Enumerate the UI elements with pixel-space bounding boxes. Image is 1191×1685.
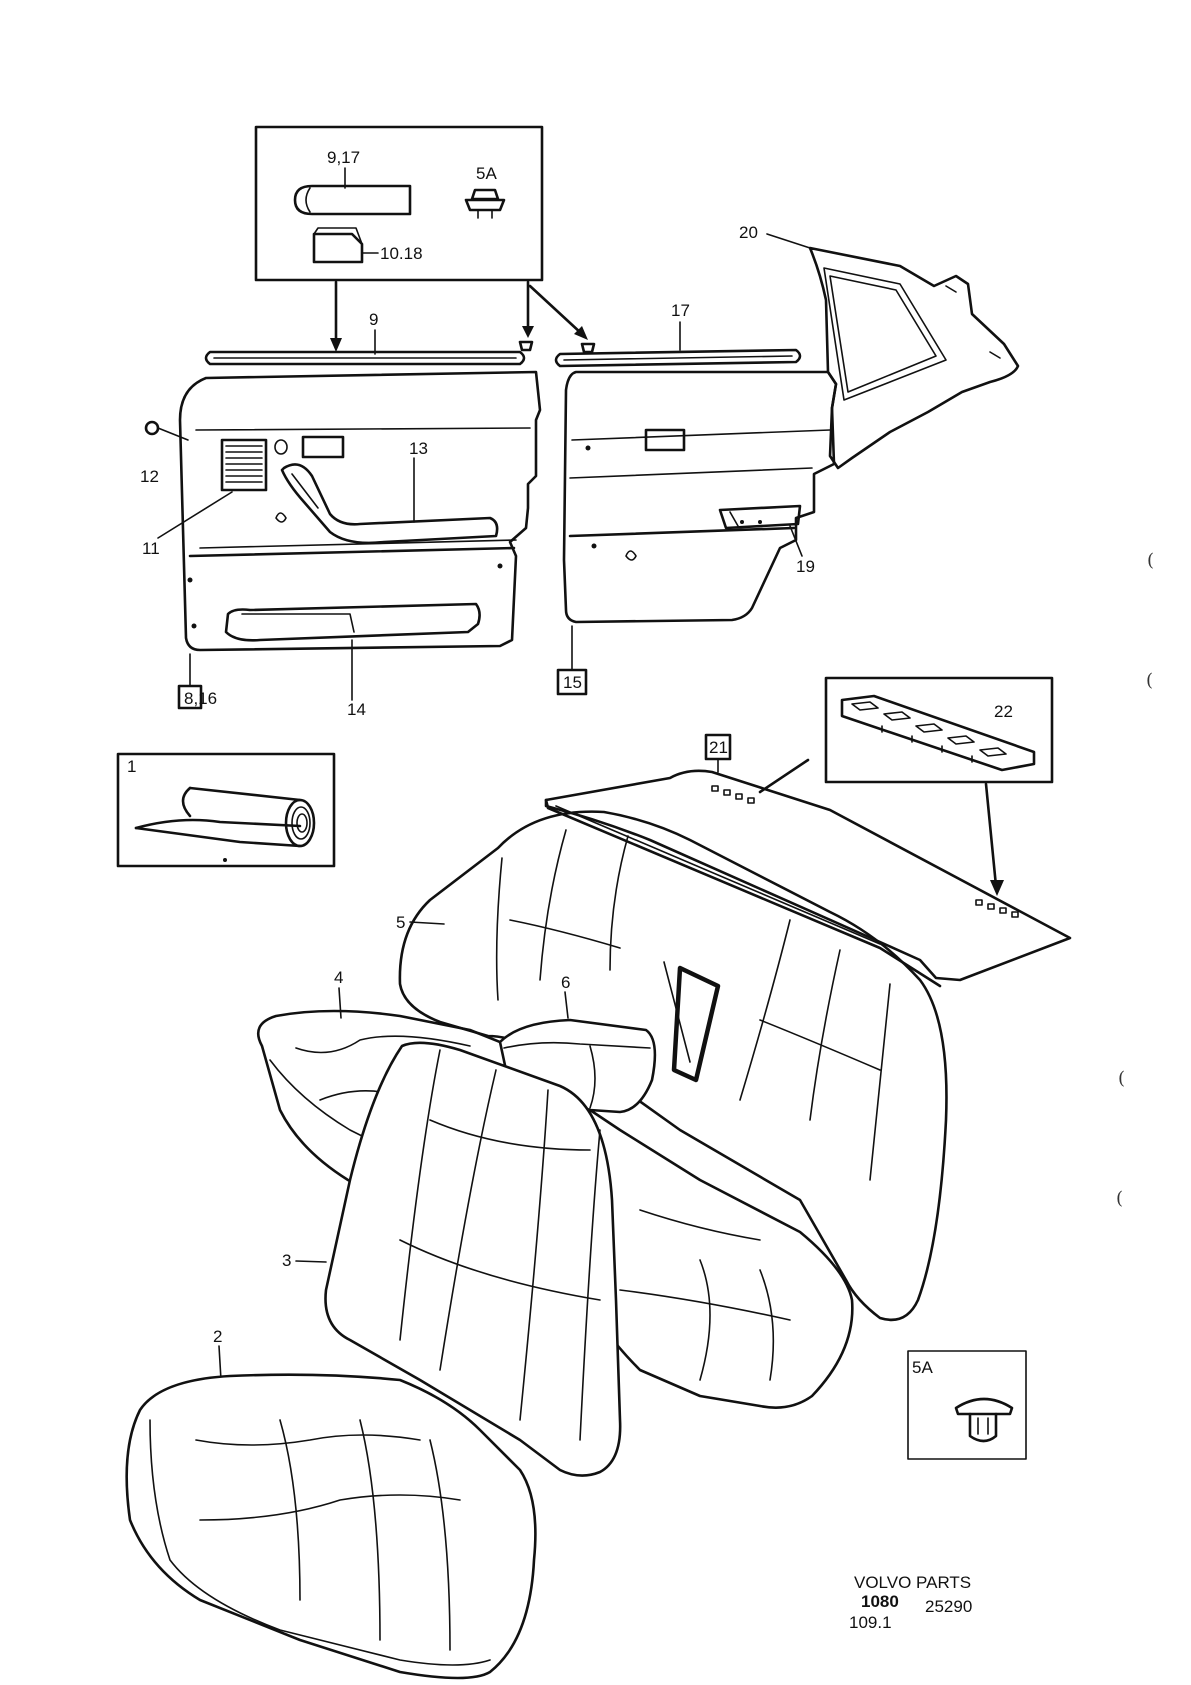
margin-mark: ( — [1146, 670, 1153, 691]
rear-door-panel: 17 19 15 — [554, 301, 838, 696]
callout-20: 20 — [739, 223, 758, 242]
callout-9: 9 — [369, 310, 378, 329]
margin-marks: ( ( ( ( — [1116, 550, 1154, 1209]
callout-4: 4 — [334, 968, 343, 987]
catalog-page: 109.1 — [849, 1613, 892, 1632]
callout-3: 3 — [282, 1251, 291, 1270]
callout-7: 8,16 — [184, 689, 217, 708]
callout-5a: 5A — [912, 1358, 933, 1377]
callout-1: 1 — [127, 757, 136, 776]
callout-11: 11 — [142, 539, 160, 558]
callout-13: 13 — [409, 439, 428, 458]
callout-10-18: 10.18 — [380, 244, 423, 263]
quarter-trim-panel: 20 — [739, 223, 1020, 470]
catalog-group: 1080 — [861, 1592, 899, 1611]
catalog-title: VOLVO PARTS — [854, 1573, 971, 1592]
parcel-shelf: 21 — [544, 733, 1072, 988]
rear-seat-backrest: 5 — [396, 810, 948, 1322]
callout-17: 17 — [671, 301, 690, 320]
callout-5: 5 — [396, 913, 405, 932]
margin-mark: ( — [1116, 1188, 1123, 1209]
inset-trim-clips: 9,17 5A 10.18 — [254, 125, 588, 352]
front-seat-backrest: 3 — [282, 1041, 622, 1477]
callout-14: 14 — [347, 700, 366, 719]
callout-22: 22 — [994, 702, 1013, 721]
callout-15: 15 — [563, 673, 582, 692]
callout-8-16: 5A — [476, 164, 497, 183]
catalog-ref: 25290 — [925, 1597, 972, 1616]
callout-2: 2 — [213, 1327, 222, 1346]
clip-5a-inset: 5A — [907, 1350, 1027, 1460]
insulation-roll-inset: 1 — [116, 752, 336, 868]
callout-19: 19 — [796, 557, 815, 576]
callout-9-17: 9,17 — [327, 148, 360, 167]
margin-mark: ( — [1147, 550, 1154, 571]
catalog-reference: VOLVO PARTS 1080 25290 109.1 — [849, 1573, 972, 1632]
front-seat-cushion: 2 — [125, 1327, 537, 1680]
speaker-cover-inset: 22 — [758, 676, 1054, 896]
callout-6: 6 — [561, 973, 570, 992]
callout-12: 12 — [140, 467, 159, 486]
margin-mark: ( — [1118, 1068, 1125, 1089]
callout-21: 21 — [709, 738, 728, 757]
front-door-panel: 9 13 14 12 11 8 — [140, 310, 542, 719]
